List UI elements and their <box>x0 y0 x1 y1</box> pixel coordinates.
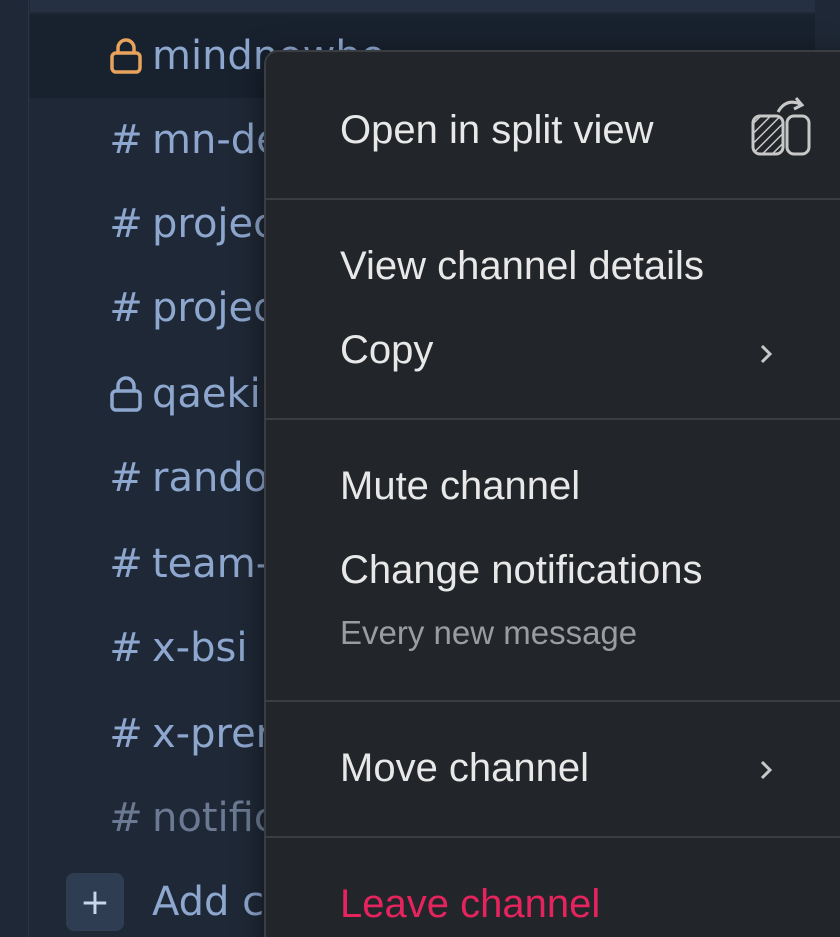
channel-name: notific <box>152 795 276 841</box>
channel-row[interactable]: # projec <box>30 182 815 266</box>
channel-row[interactable]: # rando <box>30 436 815 520</box>
split-view-icon[interactable] <box>750 96 814 162</box>
channel-row[interactable]: # x-prer <box>30 692 815 776</box>
chevron-right-icon <box>760 344 773 364</box>
menu-item-leave-channel[interactable]: Leave channel <box>340 882 601 926</box>
menu-item-mute-channel[interactable]: Mute channel <box>340 464 581 508</box>
chevron-right-icon <box>760 760 773 780</box>
hash-icon: # <box>109 711 143 757</box>
channel-row[interactable]: # mn-de <box>30 98 815 182</box>
menu-item-view-channel-details[interactable]: View channel details <box>340 244 704 288</box>
hash-icon: # <box>109 117 143 163</box>
hash-icon: # <box>109 541 143 587</box>
menu-divider <box>266 700 840 702</box>
menu-item-copy[interactable]: Copy <box>340 328 434 372</box>
channel-name: qaekip <box>152 371 287 417</box>
channel-row-muted[interactable]: # notific <box>30 776 815 860</box>
menu-item-open-split-view[interactable]: Open in split view <box>340 108 654 152</box>
add-channel-label: Add c <box>152 879 265 925</box>
channel-row[interactable]: # projec <box>30 266 815 350</box>
lock-icon <box>96 37 156 75</box>
menu-divider <box>266 198 840 200</box>
channel-name: x-prer <box>152 711 273 757</box>
channel-name: x-bsi <box>152 625 248 671</box>
channel-name: mn-de <box>152 117 281 163</box>
sidebar-top-strip <box>30 0 815 12</box>
menu-divider <box>266 836 840 838</box>
sidebar-rail <box>28 0 29 937</box>
channel-row[interactable]: qaekip <box>30 352 815 436</box>
add-channel-row[interactable]: + Add c <box>30 860 815 937</box>
menu-item-move-channel[interactable]: Move channel <box>340 746 590 790</box>
notifications-current-value: Every new message <box>340 614 638 651</box>
channel-name: projec <box>152 201 276 247</box>
channel-name: projec <box>152 285 276 331</box>
channel-context-menu: Open in split view View channel details … <box>264 50 840 937</box>
hash-icon: # <box>109 201 143 247</box>
menu-item-change-notifications[interactable]: Change notifications <box>340 548 703 592</box>
hash-icon: # <box>109 795 143 841</box>
lock-icon <box>96 375 156 413</box>
hash-icon: # <box>109 285 143 331</box>
hash-icon: # <box>109 625 143 671</box>
channel-row[interactable]: # team- <box>30 522 815 606</box>
channel-name: rando <box>152 455 269 501</box>
menu-divider <box>266 418 840 420</box>
channel-row[interactable]: # x-bsi <box>30 606 815 690</box>
channel-name: team- <box>152 541 271 587</box>
hash-icon: # <box>109 455 143 501</box>
plus-icon[interactable]: + <box>66 873 124 931</box>
